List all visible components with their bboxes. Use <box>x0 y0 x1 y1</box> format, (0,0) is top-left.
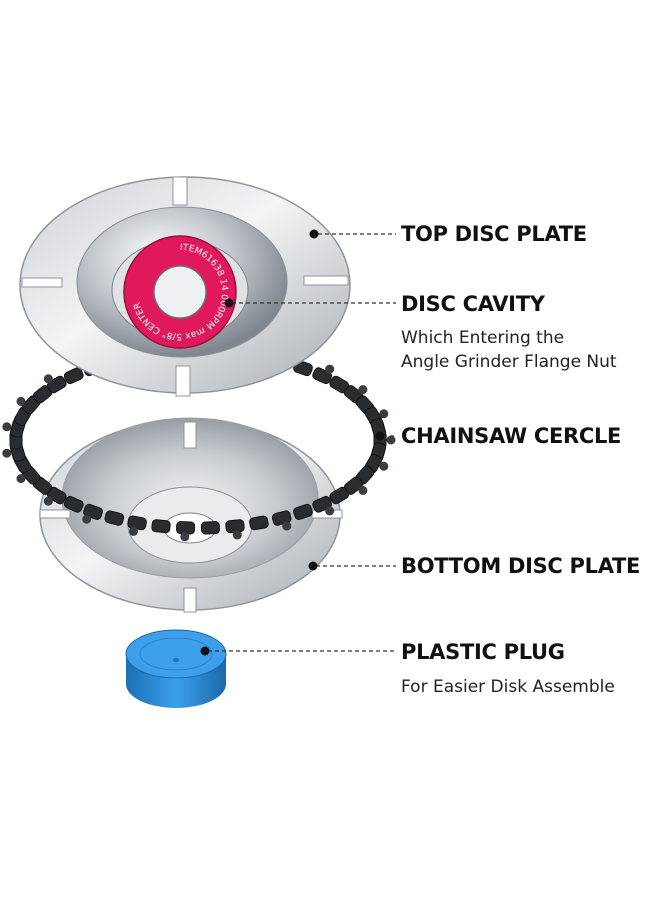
chain-tooth <box>358 385 368 395</box>
chain-link <box>151 519 171 534</box>
chain-link <box>63 367 84 385</box>
slot-left <box>21 277 63 288</box>
slot-top <box>183 421 197 449</box>
chain-link <box>329 486 350 505</box>
label-plastic-plug: PLASTIC PLUG <box>401 640 565 664</box>
dot-bottom-disc-plate <box>308 561 318 571</box>
plastic-plug-desc: For Easier Disk Assemble <box>401 677 615 697</box>
chain-link <box>63 495 84 513</box>
chain-tooth <box>379 409 389 419</box>
plastic-plug <box>125 629 227 708</box>
chain-link <box>176 521 196 535</box>
label-disc-cavity: DISC CAVITY <box>401 292 545 316</box>
label-chainsaw-cercle: CHAINSAW CERCLE <box>401 424 622 448</box>
chain-link <box>127 515 147 531</box>
slot-top <box>172 176 188 206</box>
slot-bottom <box>183 587 197 613</box>
disc-cavity: ITEM61638 14 000RPM max 5/8" CENTER <box>123 235 237 349</box>
chain-link <box>200 521 220 535</box>
chain-tooth <box>358 485 368 495</box>
chain-tooth <box>325 506 335 516</box>
leader-lines <box>208 233 396 652</box>
label-top-disc-plate: TOP DISC PLATE <box>401 222 587 246</box>
bottom-disc-plate <box>39 417 343 613</box>
chain-tooth <box>128 526 138 536</box>
leader-dots <box>200 229 385 656</box>
chain-tooth <box>82 514 92 524</box>
chain-link <box>293 503 313 520</box>
chain-tooth <box>16 474 26 484</box>
chain-tooth <box>379 461 389 471</box>
label-bottom-disc-plate: BOTTOM DISC PLATE <box>401 554 641 578</box>
chain-tooth <box>325 364 335 374</box>
chain-tooth <box>2 422 12 432</box>
chain-tooth <box>43 374 53 384</box>
slot-left <box>39 509 71 519</box>
dot-top-disc-plate <box>309 229 319 239</box>
slot-right <box>303 275 349 286</box>
dot-plastic-plug <box>200 646 210 656</box>
chain-tooth <box>43 496 53 506</box>
chain-link <box>104 510 125 526</box>
dot-disc-cavity <box>224 298 234 308</box>
chain-link <box>249 515 269 531</box>
disc-cavity-desc-line1: Which Entering the <box>401 328 565 348</box>
center-hole <box>153 265 207 319</box>
chain-tooth <box>282 521 292 531</box>
disc-cavity-desc-line2: Angle Grinder Flange Nut <box>401 352 617 372</box>
chain-link <box>225 519 245 534</box>
dot-chainsaw-cercle <box>375 431 385 441</box>
chain-tooth <box>180 532 190 542</box>
chain-tooth <box>2 448 12 458</box>
top-disc-plate: ITEM61638 14 000RPM max 5/8" CENTER <box>19 176 351 397</box>
chain-tooth <box>16 396 26 406</box>
slot-bottom <box>175 365 191 397</box>
chain-tooth <box>232 530 242 540</box>
chain-tooth <box>386 435 396 445</box>
